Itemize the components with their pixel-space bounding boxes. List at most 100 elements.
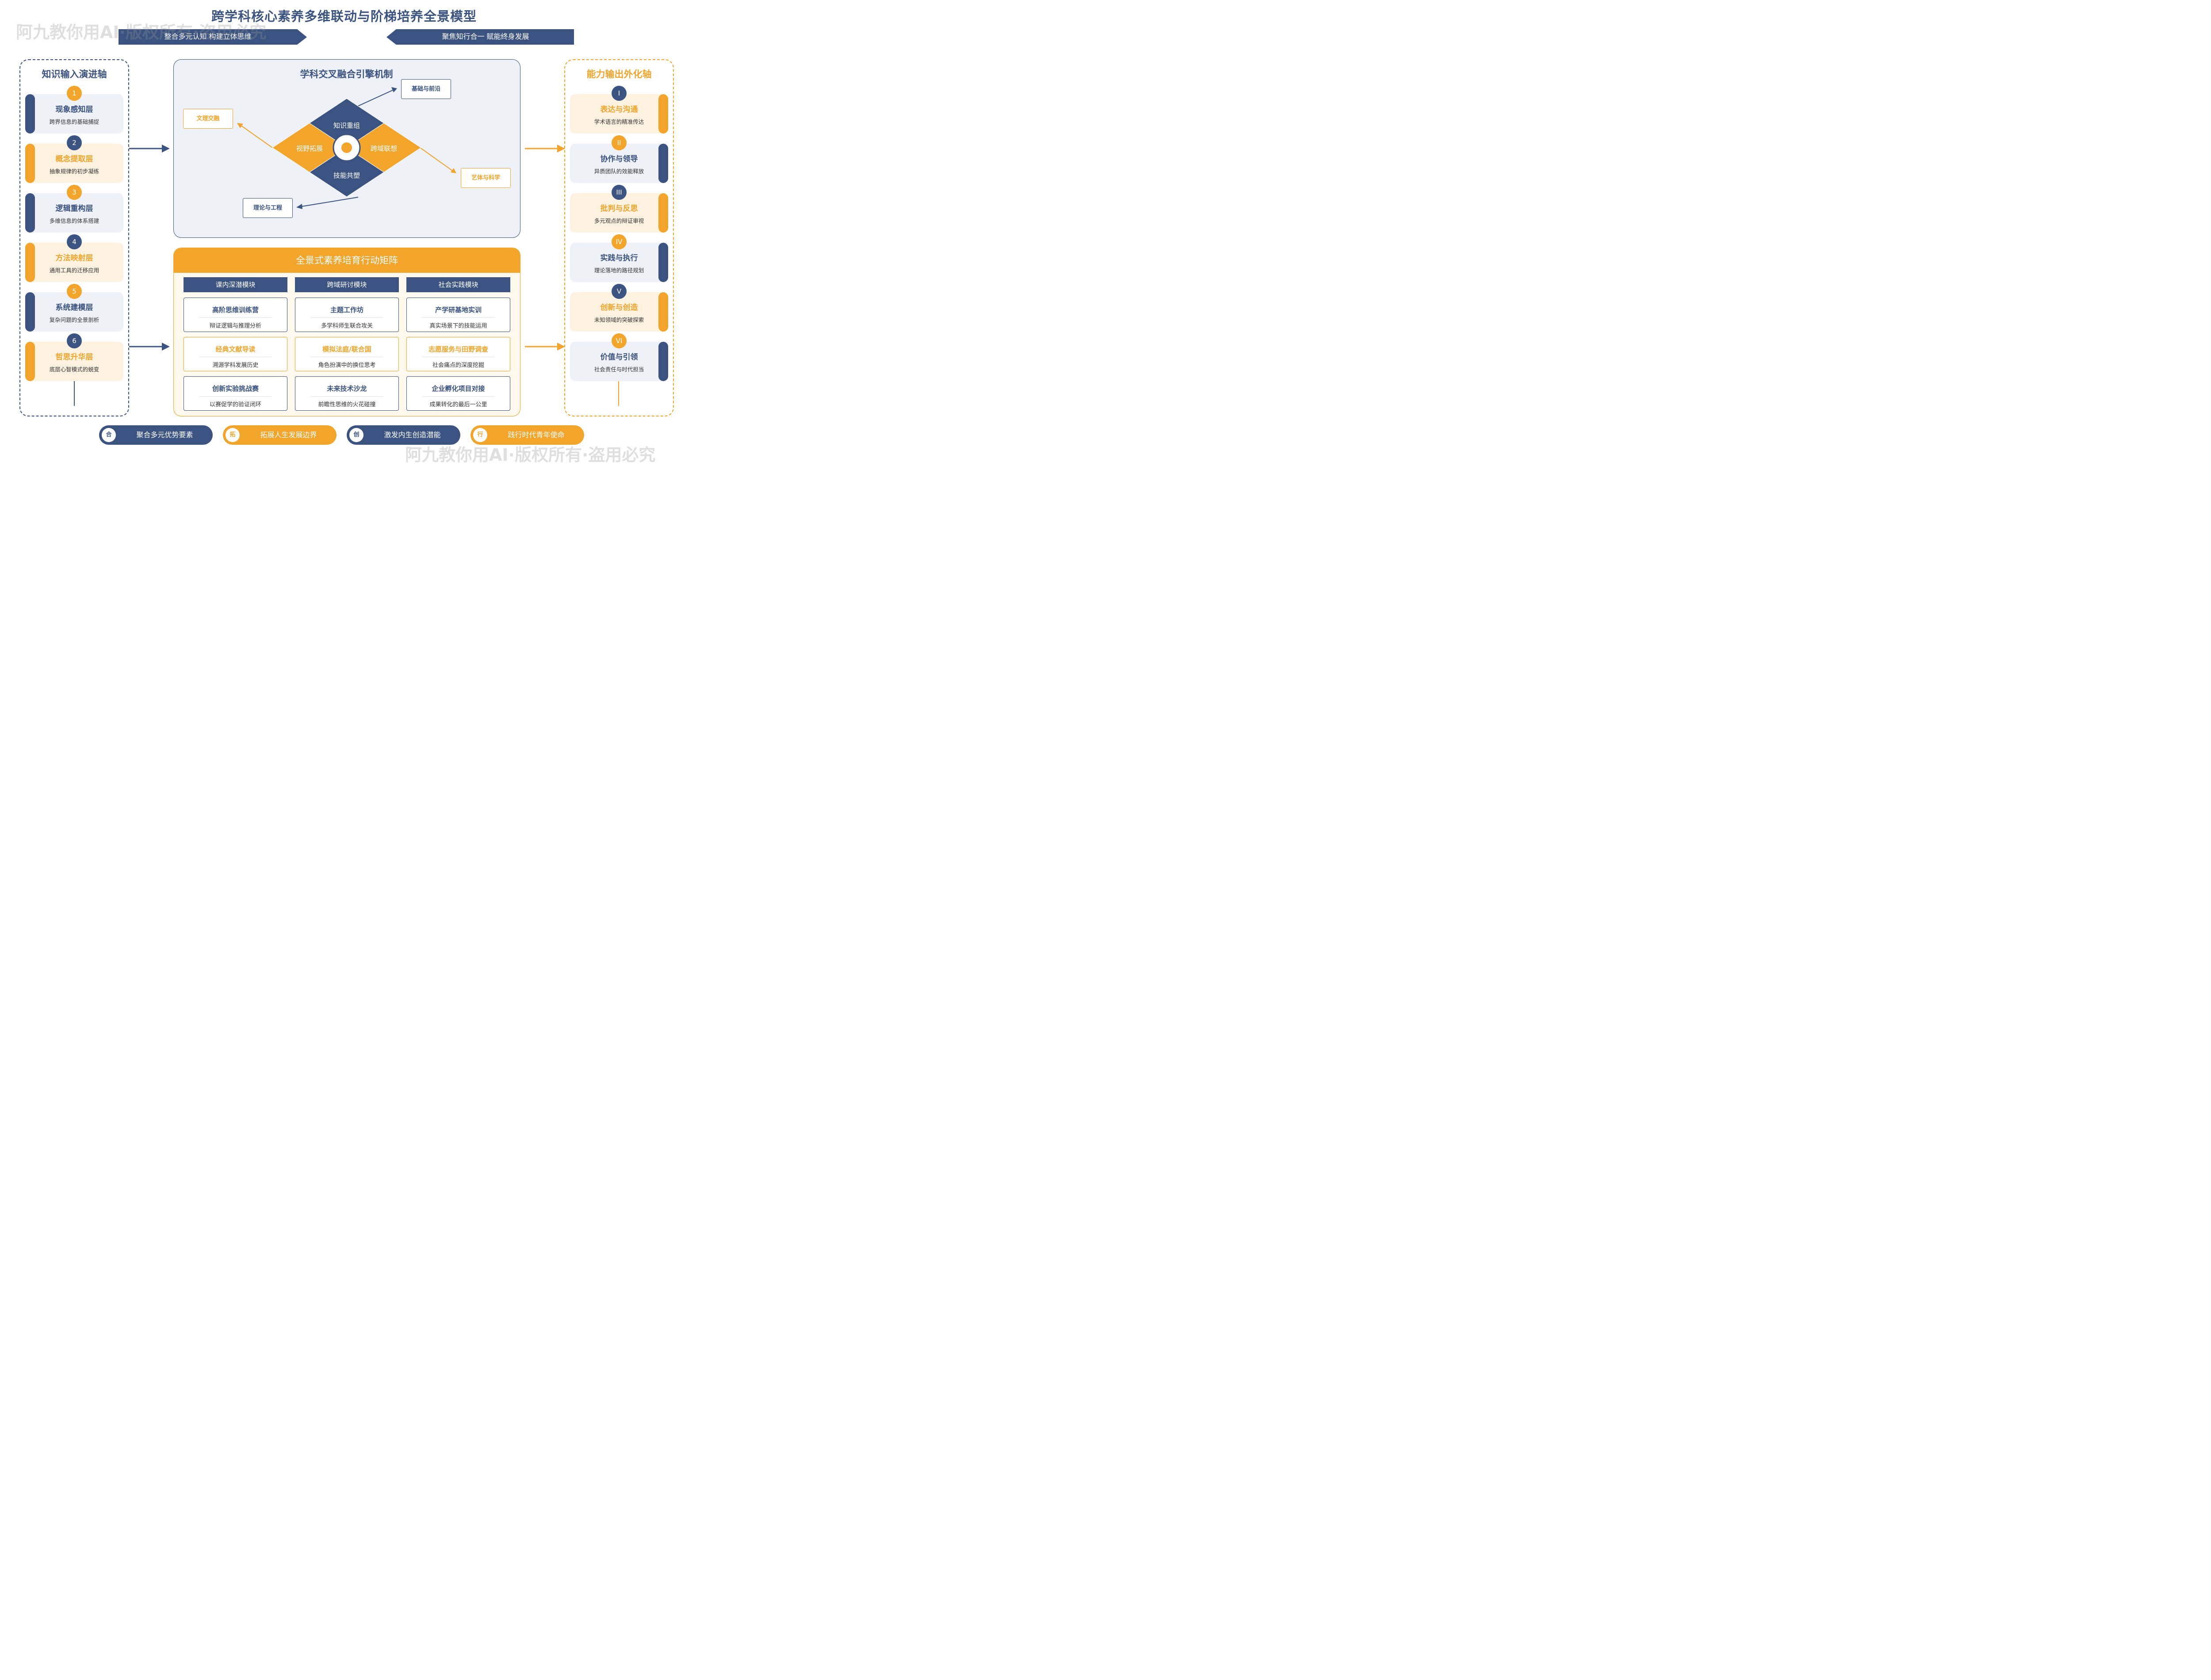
- matrix-cell-subtitle: 以赛促学的验证闭环: [209, 401, 261, 408]
- left-layer-number-badge: 1: [67, 86, 82, 101]
- tag-theory-engineering: 理论与工程: [243, 198, 293, 218]
- right-layer-number-badge: VI: [612, 333, 627, 348]
- footer-pill-icon: 行: [473, 428, 487, 442]
- left-layer-number-badge: 2: [67, 135, 82, 150]
- left-layer-title: 现象感知层: [55, 105, 93, 114]
- matrix-cell-title: 高阶思维训练营: [212, 306, 259, 314]
- right-axis-tail-line: [618, 380, 619, 406]
- matrix-cell: 未来技术沙龙 前瞻性思维的火花碰撞: [295, 376, 399, 411]
- right-banner-text: 聚焦知行合一 赋能终身发展: [442, 32, 529, 41]
- matrix-cell-subtitle: 社会痛点的深度挖掘: [432, 362, 484, 369]
- left-layer-title: 系统建模层: [55, 303, 93, 312]
- matrix-cell-subtitle: 角色扮演中的换位思考: [318, 362, 376, 369]
- quadrant-top-label: 知识重组: [333, 122, 360, 130]
- left-layer-title: 逻辑重构层: [55, 204, 93, 213]
- engine-title: 学科交叉融合引擎机制: [300, 69, 393, 80]
- matrix-cell-subtitle: 辩证逻辑与推理分析: [209, 323, 261, 329]
- page-title: 跨学科核心素养多维联动与阶梯培养全景模型: [211, 9, 477, 24]
- right-layer-title: 批判与反思: [600, 204, 638, 213]
- left-layer-title: 方法映射层: [55, 254, 93, 263]
- right-layer-number-badge: III: [612, 185, 627, 200]
- matrix-cell: 模拟法庭/联合国 角色扮演中的换位思考: [295, 337, 399, 371]
- matrix-cell: 高阶思维训练营 辩证逻辑与推理分析: [184, 298, 287, 332]
- left-axis-tail-line: [74, 380, 75, 406]
- right-layer-title: 价值与引领: [600, 353, 638, 362]
- matrix-cell-title: 创新实验挑战赛: [212, 385, 259, 393]
- right-layer-subtitle: 未知领域的突破探索: [594, 317, 644, 323]
- left-layer-subtitle: 底层心智模式的蜕变: [49, 366, 99, 373]
- matrix-cell-title: 志愿服务与田野调查: [428, 345, 488, 353]
- matrix-cell-subtitle: 成果转化的最后一公里: [429, 401, 487, 408]
- ability-output-axis: [564, 59, 674, 416]
- footer-pill-act: 行 践行时代青年使命: [471, 425, 584, 445]
- footer-pill-text: 践行时代青年使命: [508, 431, 565, 439]
- left-layer-number-badge: 4: [67, 234, 82, 249]
- left-axis-title: 知识输入演进轴: [42, 69, 107, 80]
- matrix-column-header: 社会实践模块: [406, 277, 510, 292]
- connector-arrows: [129, 145, 565, 351]
- right-layer-title: 创新与创造: [600, 303, 638, 312]
- left-layer-number-badge: 3: [67, 185, 82, 200]
- right-layer-number-badge: I: [612, 86, 627, 101]
- footer-pill-expand: 拓 拓展人生发展边界: [223, 425, 337, 445]
- knowledge-input-axis: [19, 59, 129, 416]
- matrix-cell: 经典文献导读 溯源学科发展历史: [184, 337, 287, 371]
- left-layer-title: 概念提取层: [55, 155, 93, 164]
- footer-pill-icon: 拓: [226, 428, 240, 442]
- right-layer-number-badge: IV: [612, 234, 627, 249]
- left-layer-subtitle: 抽象规律的初步凝练: [49, 168, 99, 175]
- right-layer-subtitle: 理论落地的路径规划: [594, 267, 644, 274]
- footer-pill-text: 拓展人生发展边界: [260, 431, 317, 439]
- matrix-column-header: 课内深潜模块: [184, 277, 287, 292]
- right-layer-title: 协作与领导: [600, 155, 638, 164]
- right-layer-subtitle: 社会责任与时代担当: [594, 366, 644, 373]
- matrix-cell: 创新实验挑战赛 以赛促学的验证闭环: [184, 376, 287, 411]
- tag-arts-science-fusion: 文理交融: [183, 109, 233, 129]
- matrix-cell-title: 模拟法庭/联合国: [322, 345, 371, 353]
- right-layer-title: 实践与执行: [600, 254, 638, 263]
- footer-pill-icon: 创: [349, 428, 363, 442]
- left-layer-title: 哲思升华层: [55, 353, 93, 362]
- left-banner-text: 整合多元认知 构建立体思维: [164, 32, 252, 41]
- right-layer-subtitle: 学术语言的精准传达: [594, 118, 644, 125]
- left-layer-subtitle: 多维信息的体系搭建: [49, 218, 99, 224]
- quadrant-left-label: 视野拓展: [296, 145, 323, 153]
- left-layer-number-badge: 5: [67, 284, 82, 299]
- tag-foundation-frontier: 基础与前沿: [401, 79, 451, 99]
- matrix-cell-subtitle: 溯源学科发展历史: [212, 362, 259, 369]
- matrix-cell-subtitle: 前瞻性思维的火花碰撞: [318, 401, 376, 408]
- matrix-cell-title: 企业孵化项目对接: [432, 385, 485, 393]
- right-layer-number-badge: V: [612, 284, 627, 299]
- matrix-title: 全景式素养培育行动矩阵: [174, 248, 520, 273]
- left-layer-subtitle: 复杂问题的全景剖析: [49, 317, 99, 323]
- engine-diagram: [237, 87, 456, 209]
- matrix-cell-title: 未来技术沙龙: [327, 385, 367, 393]
- matrix-cell: 志愿服务与田野调查 社会痛点的深度挖掘: [406, 337, 510, 371]
- right-layer-title: 表达与沟通: [600, 105, 638, 114]
- left-layer-subtitle: 跨界信息的基础捕捉: [49, 118, 99, 125]
- matrix-cell-title: 产学研基地实训: [435, 306, 482, 314]
- matrix-cell-title: 主题工作坊: [330, 306, 363, 314]
- matrix-cell-title: 经典文献导读: [215, 345, 256, 353]
- footer-pill-icon: 合: [102, 428, 116, 442]
- right-axis-title: 能力输出外化轴: [586, 69, 652, 80]
- right-banner-shape: [386, 29, 574, 45]
- matrix-cell-subtitle: 多学科师生联合攻关: [321, 323, 373, 329]
- footer-pill-gather: 合 聚合多元优势要素: [99, 425, 213, 445]
- matrix-cell-subtitle: 真实场景下的技能运用: [429, 323, 487, 329]
- right-layer-6: 价值与引领 社会责任与时代担当: [570, 342, 668, 381]
- matrix-cell: 产学研基地实训 真实场景下的技能运用: [406, 298, 510, 332]
- right-layer-2: 协作与领导 异质团队的效能释放: [570, 144, 668, 183]
- tag-arts-sports-science: 艺体与科学: [461, 168, 511, 188]
- footer-pill-create: 创 激发内生创造潜能: [347, 425, 460, 445]
- right-layer-subtitle: 异质团队的效能释放: [594, 168, 644, 175]
- watermark-top: 阿九教你用AI·版权所有·盗用必究: [16, 23, 267, 42]
- right-layer-subtitle: 多元观点的辩证审视: [594, 218, 644, 224]
- quadrant-right-label: 跨域联想: [370, 145, 397, 153]
- matrix-cell: 主题工作坊 多学科师生联合攻关: [295, 298, 399, 332]
- left-banner-shape: [119, 29, 307, 45]
- left-layer-subtitle: 通用工具的迁移应用: [49, 267, 99, 274]
- quadrant-bottom-label: 技能共塑: [333, 172, 360, 179]
- footer-pill-text: 聚合多元优势要素: [136, 431, 193, 439]
- left-layer-number-badge: 6: [67, 333, 82, 348]
